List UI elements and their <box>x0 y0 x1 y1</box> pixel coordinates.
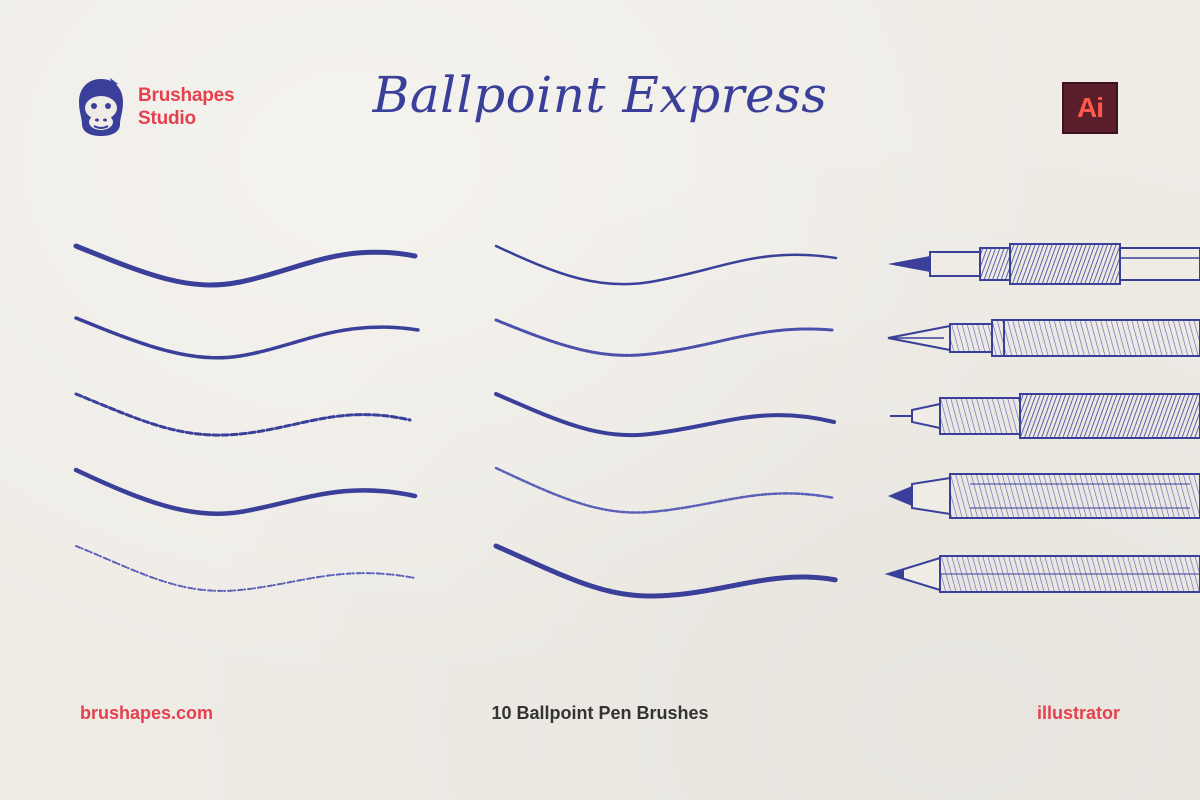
brush-stroke-2 <box>74 316 420 360</box>
fountain-pen-illustration <box>887 319 1200 357</box>
brush-stroke-8 <box>494 392 836 438</box>
technical-pen-illustration <box>890 393 1200 439</box>
software-label: illustrator <box>1036 703 1120 723</box>
website-link[interactable]: brushapes.com <box>80 703 214 723</box>
brush-stroke-10 <box>493 543 839 599</box>
brush-stroke-6 <box>494 244 838 286</box>
brush-stroke-4 <box>73 467 418 517</box>
product-caption: 10 Ballpoint Pen Brushes <box>491 703 709 723</box>
badge-label: Ai <box>1077 92 1104 123</box>
brush-stroke-3 <box>74 392 412 437</box>
brand-name: Brushapes Studio <box>138 84 235 130</box>
page-title: Ballpoint Express <box>372 66 828 124</box>
pencil-illustration <box>884 555 1200 593</box>
brand-name-line1: Brushapes <box>138 85 235 106</box>
brush-stroke-1 <box>73 243 418 288</box>
fineliner-pen-illustration <box>888 473 1200 519</box>
adobe-illustrator-icon: Ai <box>1062 82 1118 134</box>
brand-name-line2: Studio <box>138 108 196 129</box>
brush-stroke-7 <box>494 318 834 357</box>
brand-logo[interactable]: Brushapes Studio <box>76 76 235 138</box>
brush-stroke-9 <box>494 466 836 514</box>
ballpoint-pen-illustration <box>888 243 1200 285</box>
gorilla-head-icon <box>79 78 123 136</box>
brush-stroke-5 <box>75 545 416 592</box>
